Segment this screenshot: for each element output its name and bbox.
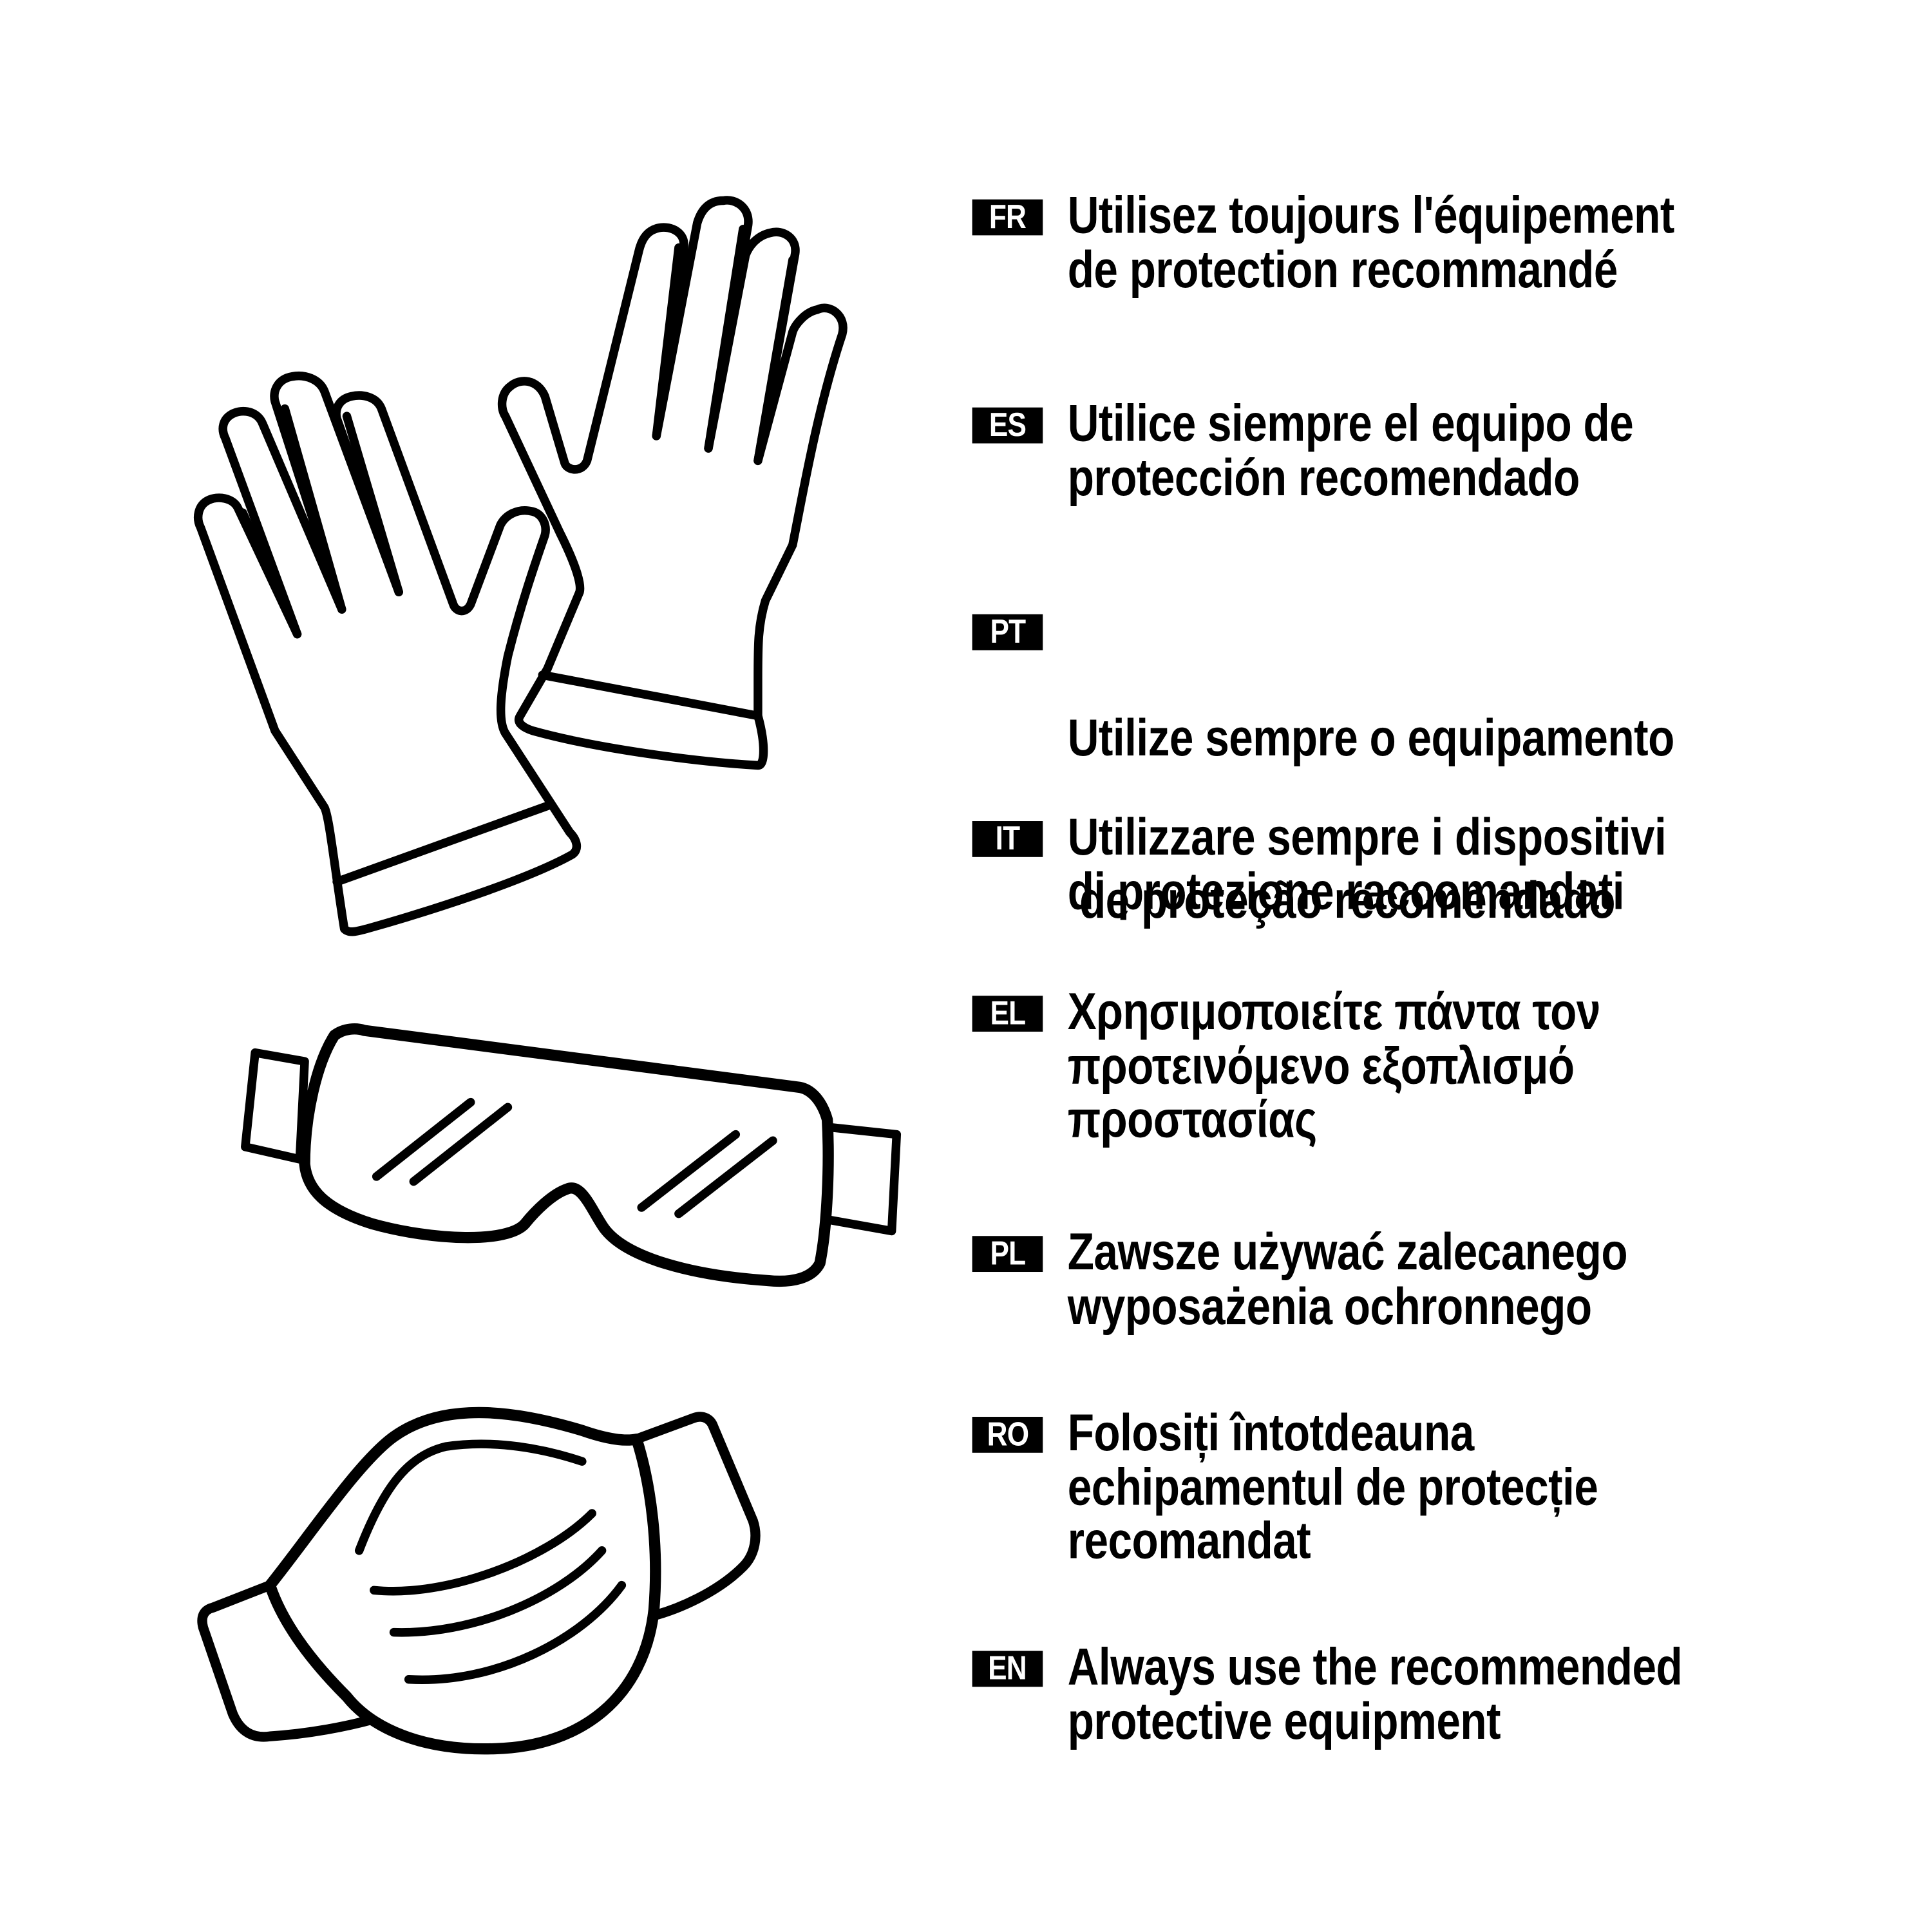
instruction-line: de protection recommandé [1067,240,1618,298]
instruction-text-en: Always use the recommended protective eq… [1068,1640,1683,1747]
instruction-line: protección recomendado [1067,448,1580,506]
instruction-line: de proteção recomendado [1067,869,1616,929]
instruction-line: Utilisez toujours l'équipement [1067,185,1675,244]
language-badge-ro: RO [972,1416,1043,1453]
instruction-line: Folosiți întotdeauna [1067,1403,1475,1462]
instruction-line: di protezione raccomandati [1067,861,1625,920]
language-badge-it: IT [972,820,1043,857]
language-badge-el: EL [972,995,1043,1032]
language-badge-es: ES [972,407,1043,444]
glove-right-icon [497,196,848,770]
instruction-text-it: Utilizzare sempre i dispositivi di prote… [1068,810,1667,918]
instruction-line: Utilize sempre o equipamento [1067,708,1675,767]
instruction-line: recomandat [1067,1511,1311,1569]
instruction-text-ro: Folosiți întotdeauna echipamentul de pro… [1068,1406,1598,1567]
instruction-line: Zawsze używać zalecanego [1067,1222,1628,1281]
instruction-text-fr: Utilisez toujours l'équipement de protec… [1067,185,1675,298]
instruction-line: wyposażenia ochronnego [1067,1276,1592,1335]
instruction-text-pt: Utilize sempre o equipamento de proteção… [1067,603,1675,1034]
instruction-text-es: Utilice siempre el equipo de protección … [1068,396,1634,504]
goggles-icon [241,1023,902,1287]
instruction-line: προτεινόμενο εξοπλισμό [1067,1036,1575,1095]
instruction-line: Always use the recommended [1067,1637,1683,1696]
language-badge-pl: PL [972,1235,1043,1273]
instruction-line: echipamentul de protecție [1067,1457,1598,1515]
glove-left-icon [194,372,582,936]
instruction-line: Utilice siempre el equipo de [1067,393,1634,452]
face-mask-icon [197,1406,761,1755]
instruction-line: protective equipment [1067,1690,1501,1750]
instruction-text-pl: Zawsze używać zalecanego wyposażenia och… [1067,1222,1628,1335]
language-badge-pt: PT [972,614,1043,650]
language-badge-en: EN [972,1651,1043,1687]
instruction-line: προστασίας [1067,1090,1317,1148]
instruction-text-el: Χρησιμοποιείτε πάντα τον προτεινόμενο εξ… [1067,982,1601,1148]
instruction-line: Utilizzare sempre i dispositivi [1067,807,1667,866]
language-badge-fr: FR [972,199,1043,236]
instruction-line: Χρησιμοποιείτε πάντα τον [1067,982,1601,1041]
